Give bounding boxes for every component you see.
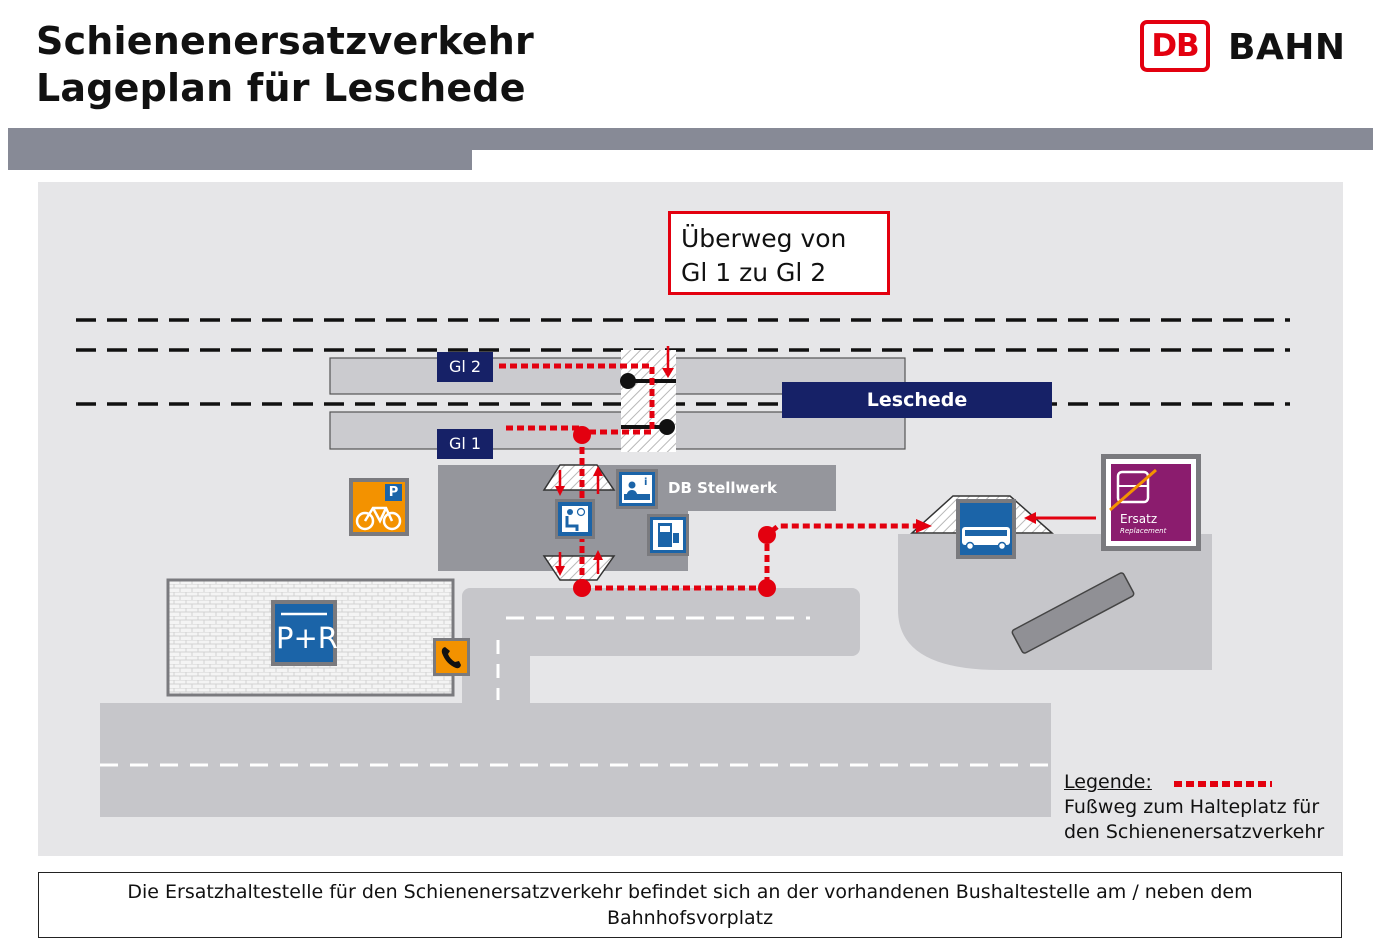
station-name-sign: Leschede: [782, 382, 1052, 418]
title-line-1: Schienenersatzverkehr: [36, 19, 534, 63]
callout-line-1: Überweg von: [681, 224, 847, 253]
db-logo-mark: DB: [1140, 20, 1210, 72]
bus-stop-icon: [956, 499, 1016, 559]
legend-title: Legende:: [1064, 771, 1152, 793]
information-icon: i: [616, 469, 658, 509]
access-road-connector: [462, 630, 530, 705]
bike-parking-label: P: [388, 485, 399, 500]
replacement-sign-subtitle: Replacement: [1120, 527, 1167, 535]
bus-area: [898, 534, 1212, 670]
crossing-callout: Überweg von Gl 1 zu Gl 2: [668, 211, 890, 295]
waiting-room-icon: [555, 499, 595, 539]
access-road: [462, 588, 860, 656]
park-and-ride-label: P+R: [276, 621, 338, 655]
svg-text:i: i: [644, 477, 647, 488]
replacement-sign-title: Ersatz: [1120, 512, 1158, 526]
stairs-lower: [542, 555, 616, 581]
path-arrows: [555, 346, 1096, 576]
header-divider-tab: [8, 150, 472, 170]
main-road: [100, 703, 1051, 817]
phone-icon: [433, 638, 470, 676]
header-divider-bar: [8, 128, 1373, 150]
stellwerk-label: DB Stellwerk: [668, 479, 777, 497]
walking-path: [499, 363, 918, 591]
legend-path-sample: [1174, 781, 1272, 787]
legend-line-2: den Schienenersatzverkehr: [1064, 821, 1325, 843]
crossing-indicator-track-1: [621, 419, 675, 435]
path-nodes: [573, 426, 776, 597]
park-and-ride-icon: [271, 600, 337, 666]
bike-parking-icon: [349, 478, 409, 536]
parked-bus: [1011, 572, 1135, 654]
replacement-train-icon: [1101, 454, 1201, 551]
track-1-label: Gl 1: [437, 429, 493, 459]
title-line-2: Lageplan für Leschede: [36, 66, 526, 110]
ticket-machine-icon: [647, 514, 689, 556]
db-bahn-logo: DB BAHN: [1140, 20, 1352, 78]
footer-note: Die Ersatzhaltestelle für den Schienener…: [38, 872, 1342, 938]
page-title: Schienenersatzverkehr Lageplan für Lesch…: [36, 18, 534, 112]
legend-line-1: Fußweg zum Halteplatz für: [1064, 796, 1320, 818]
legend: Legende: Fußweg zum Halteplatz für den S…: [1064, 770, 1324, 845]
track-2-label: Gl 2: [437, 352, 493, 382]
bahn-wordmark: BAHN: [1228, 27, 1346, 68]
callout-line-2: Gl 1 zu Gl 2: [681, 258, 827, 287]
